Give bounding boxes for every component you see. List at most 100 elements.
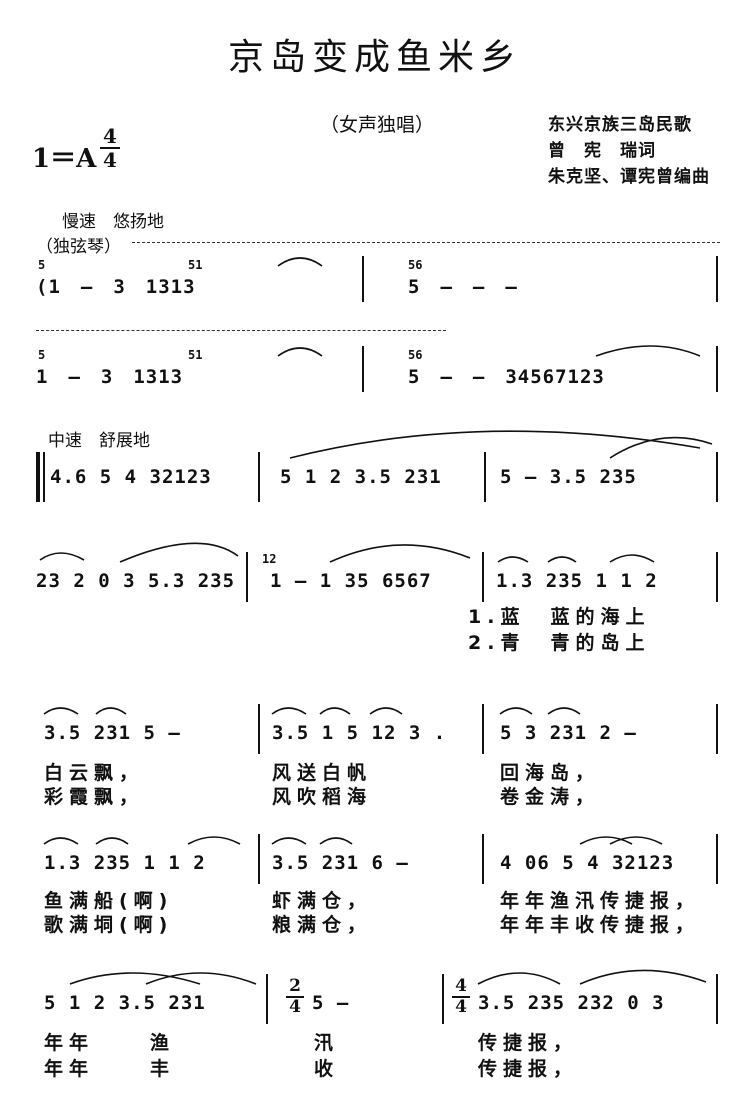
slur [547,707,581,715]
measure-notes: 4.6 5 4 32123 [50,466,212,488]
barline [484,452,486,502]
barline [716,452,718,502]
lyric-verse-2: 传捷报， [478,1058,579,1080]
grace-note: 56 [408,348,423,362]
slur [497,556,529,563]
slur [187,836,241,845]
slur [69,972,201,985]
time-sig-denominator: 4 [289,997,301,1017]
slur [277,257,323,267]
slur [579,836,633,845]
lyric-verse-2: 粮满仓， [272,914,373,936]
lyric-verse-1: 回海岛， [500,762,601,784]
barline [258,704,260,754]
lyric-verse-1: 风送白帆 [272,762,373,784]
measure-notes: 3.5 1 5 12 3 . [272,722,447,744]
lyric-verse-2: 彩霞飘， [44,786,145,808]
measure-notes: 1.3 235 1 1 2 [496,570,658,592]
barline [442,974,444,1024]
time-sig-numerator: 4 [455,976,467,996]
lyric-verse-1: 虾满仓， [272,890,373,912]
repeat-barline [36,452,40,502]
slur [595,345,701,357]
measure-notes: 3.5 235 232 0 3 [478,992,665,1014]
measure-notes: (1 – 3 1313 [36,276,196,298]
measure-notes: 5 1 2 3.5 231 [280,466,442,488]
lyric-verse-2: 卷金涛， [500,786,601,808]
grace-note: 12 [262,552,277,566]
song-title: 京岛变成鱼米乡 [227,37,522,78]
barline [362,346,364,392]
tempo-main: 中速 舒展地 [48,431,150,451]
lyric-verse-2: 歌满垌(啊) [44,914,174,936]
grace-note: 56 [408,258,423,272]
grace-note: 5 [38,348,46,362]
slur [609,836,663,845]
barline [362,256,364,302]
slur [119,542,239,563]
barline [482,704,484,754]
repeat-barline [43,452,45,502]
measure-notes: 1 – 3 1313 [36,366,184,388]
slur [277,347,323,357]
slur [319,837,353,845]
measure-notes: 5 – 3.5 235 [500,466,637,488]
barline [716,834,718,884]
barline [716,974,718,1024]
lyric-verse-2: 收 [314,1058,340,1080]
grace-note: 51 [188,348,203,362]
credit-origin: 东兴京族三岛民歌 [548,115,692,135]
lyric-verse-1: 汛 [314,1032,340,1054]
lyric-verse-1: 鱼满船(啊) [44,890,174,912]
barline [246,552,248,602]
slur [43,837,79,845]
slur [609,554,655,563]
slur [271,837,307,845]
time-signature: 2 4 [286,978,304,1016]
lyric-verse-2: 风吹稻海 [272,786,373,808]
measure-notes: 3.5 231 5 – [44,722,181,744]
slur [609,436,713,459]
measure-notes: 5 1 2 3.5 231 [44,992,206,1014]
lyric-verse-2: 丰 [150,1058,176,1080]
barline [482,552,484,602]
lyric-verse-1: 白云飘， [44,762,145,784]
credit-music: 朱克坚、谭宪曾编曲 [548,167,710,187]
slur [547,556,577,563]
slur [329,544,471,563]
slur [95,707,127,715]
measure-notes: 5 – [312,992,350,1014]
measure-notes: 23 2 0 3 5.3 235 [36,570,236,592]
tempo-intro: 慢速 悠扬地 [62,212,164,232]
slur [289,430,701,459]
grace-note: 51 [188,258,203,272]
measure-notes: 3.5 231 6 – [272,852,409,874]
slur [271,707,307,715]
barline [716,346,718,392]
slur [499,707,533,715]
barline [716,552,718,602]
lyric-verse-1: 年年渔汛传捷报， [500,890,701,912]
slur [95,837,129,845]
slur [579,969,707,985]
barline [258,834,260,884]
time-sig-numerator: 4 [103,124,117,148]
slur [39,552,85,561]
slur [145,972,257,985]
barline [716,704,718,754]
slur [477,972,561,985]
lyric-verse-1: 年年 [44,1032,95,1054]
instrument-label: （独弦琴） [36,237,121,257]
barline [266,974,268,1024]
lyric-verse-2: 年年丰收传捷报， [500,914,701,936]
lyric-verse-1: 1.蓝 蓝的海上 [468,606,651,628]
measure-notes: 5 3 231 2 – [500,722,637,744]
slur [369,707,403,715]
time-sig-numerator: 2 [289,976,301,996]
slur [43,707,79,715]
lyric-verse-2: 年年 [44,1058,95,1080]
grace-note: 5 [38,258,46,272]
lyric-verse-1: 传捷报， [478,1032,579,1054]
time-signature: 4 4 [452,978,470,1016]
